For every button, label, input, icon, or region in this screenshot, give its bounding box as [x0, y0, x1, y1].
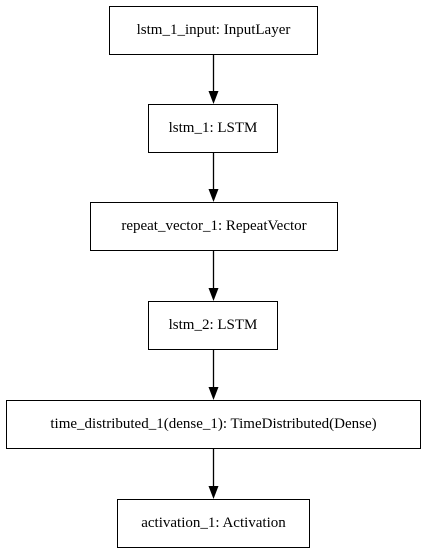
node-label: lstm_2: LSTM — [168, 317, 258, 333]
edge-repeat-vector-1-to-lstm-2 — [208, 251, 219, 301]
edge-lstm-1-input-to-lstm-1 — [208, 55, 219, 104]
node-label: activation_1: Activation — [141, 515, 286, 531]
node-label: repeat_vector_1: RepeatVector — [121, 218, 307, 234]
node-lstm-2-lstm: lstm_2: LSTM — [148, 301, 278, 350]
node-lstm-1-lstm: lstm_1: LSTM — [148, 104, 278, 153]
node-activation-1-activation: activation_1: Activation — [117, 499, 310, 548]
node-time-distributed-1-timedistributed: time_distributed_1(dense_1): TimeDistrib… — [6, 400, 421, 449]
edge-time-distributed-1-to-activation-1 — [208, 449, 219, 499]
node-lstm-1-input-inputlayer: lstm_1_input: InputLayer — [109, 6, 318, 55]
node-label: lstm_1_input: InputLayer — [136, 22, 291, 38]
edge-lstm-1-to-repeat-vector-1 — [208, 153, 219, 202]
edge-lstm-2-to-time-distributed-1 — [208, 350, 219, 400]
node-label: time_distributed_1(dense_1): TimeDistrib… — [50, 416, 377, 432]
node-label: lstm_1: LSTM — [168, 120, 258, 136]
node-repeat-vector-1-repeatvector: repeat_vector_1: RepeatVector — [90, 202, 338, 251]
